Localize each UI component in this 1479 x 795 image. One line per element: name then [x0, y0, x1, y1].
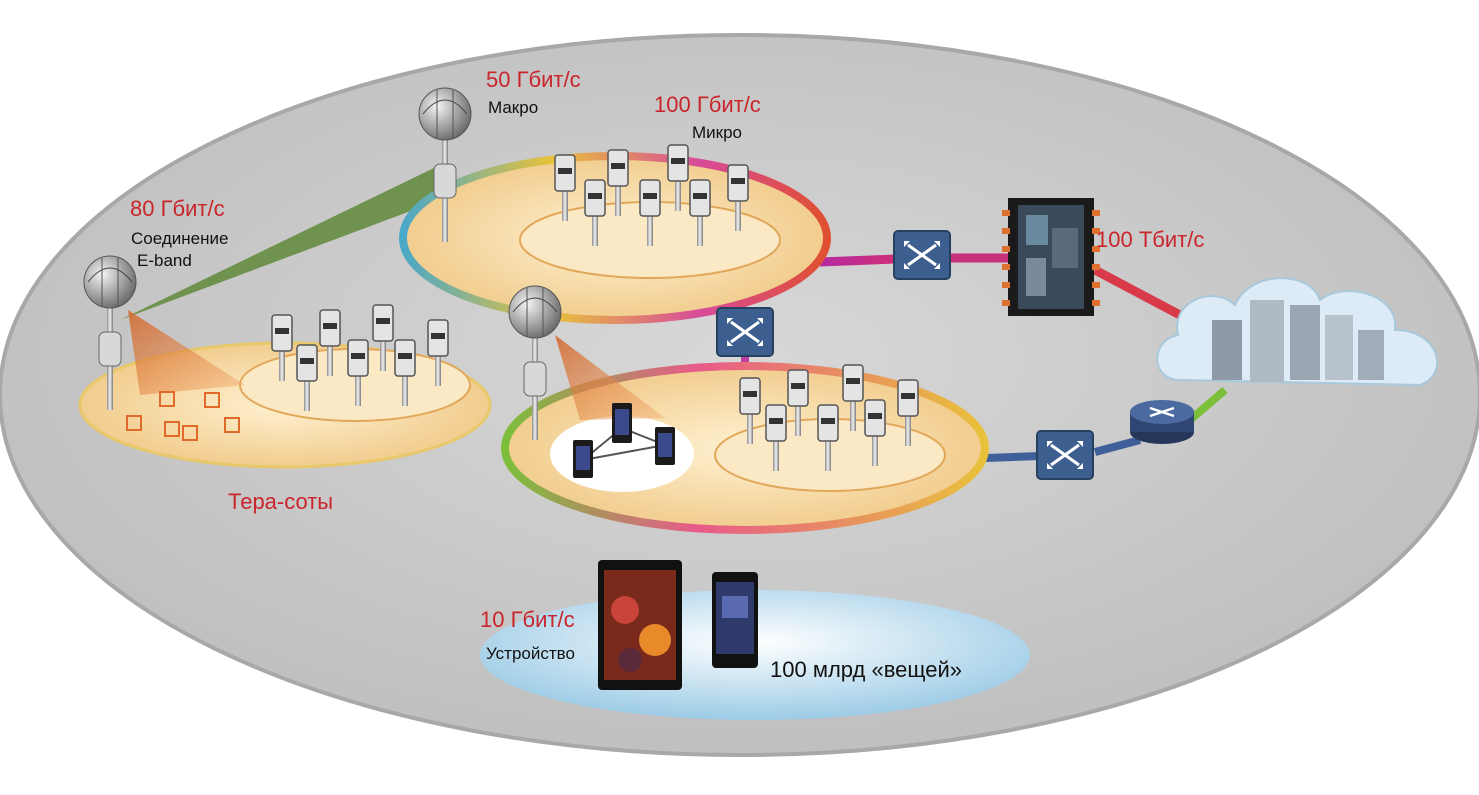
smartphone-icon: [573, 403, 675, 478]
chip-icon: [1002, 198, 1100, 316]
router-icon: [1130, 400, 1194, 444]
microchip-icon: [126, 391, 240, 441]
eband-speed-label: 80 Гбит/с: [130, 196, 225, 221]
eband-name-label-2: E-band: [137, 251, 192, 270]
macro-speed-label: 50 Гбит/с: [486, 67, 581, 92]
switch-icon: [715, 306, 775, 358]
switch-icon: [892, 229, 952, 281]
eband-beam: [128, 310, 245, 395]
things-label: 100 млрд «вещей»: [770, 657, 962, 682]
tera-cells-label: Тера-соты: [228, 489, 334, 514]
smartphone-icon: [712, 572, 758, 668]
micro-name-label: Микро: [692, 123, 743, 142]
router-cloud-link: [1187, 386, 1228, 424]
micro-speed-label: 100 Гбит/с: [654, 92, 761, 117]
small-cell-beam: [555, 335, 665, 420]
server-cloud-icon: [1156, 277, 1439, 387]
core-cloud-link: [1092, 266, 1183, 319]
macro-name-label: Макро: [488, 98, 539, 117]
device-name-label: Устройство: [486, 644, 575, 663]
device-speed-label: 10 Гбит/с: [480, 607, 575, 632]
tablet-icon: [598, 560, 682, 690]
switch-icon: [1035, 429, 1095, 481]
core-speed-label: 100 Тбит/с: [1096, 227, 1205, 252]
eband-name-label: Соединение: [131, 229, 229, 248]
router-link: [1093, 436, 1142, 456]
lower-switch-link: [984, 452, 1041, 462]
eband-link: [120, 165, 440, 320]
